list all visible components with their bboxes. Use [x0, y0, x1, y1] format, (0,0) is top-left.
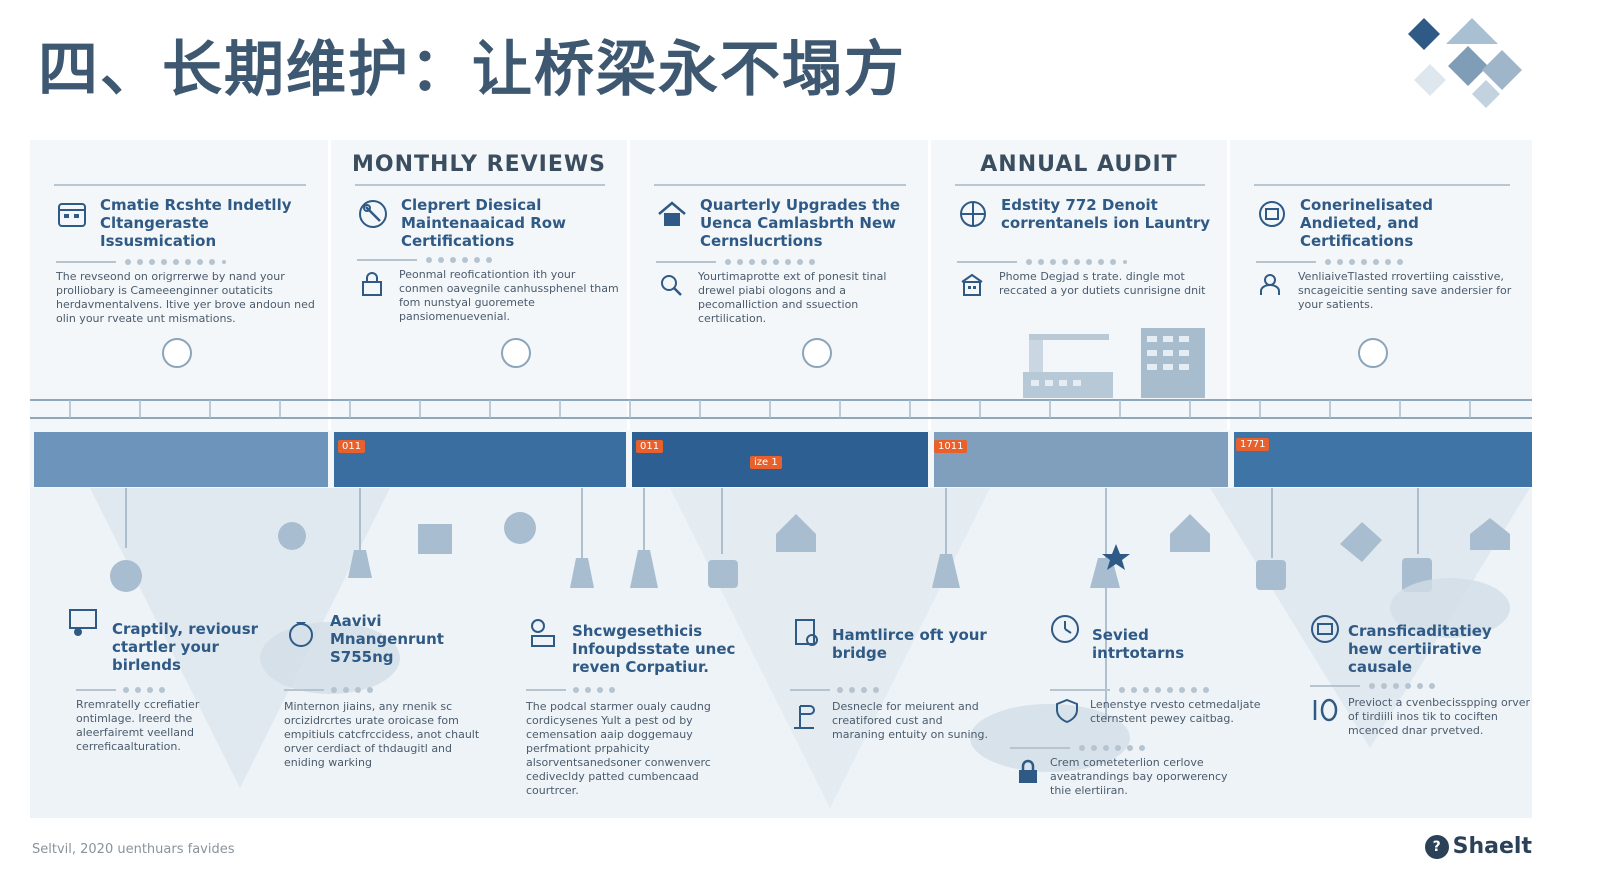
dot-divider: [1010, 745, 1145, 751]
lock-pin-icon: [162, 338, 192, 368]
lock-pin-icon: [501, 338, 531, 368]
calendar-icon: [58, 203, 86, 227]
dot-divider: [56, 259, 226, 265]
item-title: Cransficaditatiey hew certiirative causa…: [1348, 622, 1492, 676]
segment-tag: 1011: [934, 440, 968, 453]
user-lock-icon: [1260, 274, 1280, 295]
dot-divider: [76, 687, 165, 693]
footer-caption: Seltvil, 2020 uenthuars favides: [32, 842, 235, 857]
dot-divider: [957, 259, 1127, 265]
item-title: Aavivi Mnangenrunt S755ng: [330, 612, 444, 666]
deck-segment-1: [34, 432, 328, 487]
column-3: Quarterly Upgrades the Uenca Camlasbrth …: [630, 140, 931, 430]
lock-pin-icon: [1358, 338, 1388, 368]
building-icon: [961, 273, 983, 296]
diamond-logo-icon: [1408, 18, 1522, 108]
column-text: The revseond on origrrerwe by nand your …: [56, 270, 315, 325]
brand-mark-icon: ?: [1424, 834, 1449, 859]
lock-icon: [1019, 759, 1037, 783]
page-title: 四、长期维护：让桥梁永不塌方: [38, 35, 906, 105]
wrench-circle-icon: [359, 200, 387, 228]
item-title: Shcwgesethicis Infoupdsstate unec reven …: [572, 622, 736, 676]
column-text: Peonmal reoficationtion ith your conmen …: [399, 268, 619, 323]
divider: [355, 184, 605, 186]
item-title: Hamtlirce oft your bridge: [832, 626, 987, 662]
deck-segment-2: [334, 432, 626, 487]
divider: [654, 184, 906, 186]
dot-divider: [790, 687, 879, 693]
ticket-icon: [1311, 615, 1339, 643]
bottom-section: Craptily, reviousr ctartler your birlend…: [30, 488, 1532, 818]
certificate-icon: [1259, 201, 1285, 227]
brand-name: Shaelt: [1452, 834, 1532, 859]
column-5: Conerinelisated Andieted, and Certificat…: [1230, 140, 1532, 430]
globe-icon: [960, 201, 986, 227]
item-text: Previoct a cvenbecisspping orver of tird…: [1348, 696, 1531, 737]
search-icon: [661, 275, 682, 296]
column-1: Cmatie Rcshte Indetlly Cltangeraste Issu…: [30, 140, 331, 430]
factory-illustration-icon: [1023, 328, 1205, 398]
maintenance-board: Cmatie Rcshte Indetlly Cltangeraste Issu…: [30, 140, 1532, 818]
column-heading: ANNUAL AUDIT: [980, 152, 1178, 177]
column-heading: MONTHLY REVIEWS: [352, 152, 606, 177]
deck-segment-4: [934, 432, 1228, 487]
dot-divider: [1050, 687, 1209, 693]
dot-divider: [526, 687, 615, 693]
item-text: Lenenstye rvesto cetmedaljate cternstent…: [1090, 698, 1261, 725]
column-title: Conerinelisated Andieted, and Certificat…: [1300, 196, 1433, 250]
document-lock-icon: [362, 272, 382, 296]
column-title: Cleprert Diesical Maintenaaicad Row Cert…: [401, 196, 566, 250]
house-upgrade-icon: [658, 201, 686, 226]
item-text: Rremratelly ccrefiatier ontimlage. Ireer…: [76, 698, 200, 753]
segment-tag: 1771: [1236, 438, 1270, 451]
bottom-decor: [30, 488, 1532, 818]
document-icon: [795, 619, 818, 646]
tool-pin-icon: [802, 338, 832, 368]
item-text: The podcal starmer oualy caudng cordicys…: [526, 700, 711, 797]
dot-divider: [1256, 259, 1403, 265]
people-settings-icon: [531, 619, 555, 647]
brand-logo: ? Shaelt: [1424, 834, 1532, 859]
item-title: Sevied intrtotarns: [1092, 626, 1185, 662]
item-title: Craptily, reviousr ctartler your birlend…: [112, 620, 259, 674]
column-2: MONTHLY REVIEWS Cleprert Diesical Mainte…: [331, 140, 630, 430]
dot-divider: [357, 257, 492, 263]
divider: [955, 184, 1205, 186]
column-4: ANNUAL AUDIT Edstity 772 Denoit correnta…: [931, 140, 1230, 430]
column-text: Phome Degjad s trate. dingle mot reccate…: [999, 270, 1206, 297]
dot-divider: [284, 687, 373, 693]
dot-divider: [656, 259, 815, 265]
presenter-board-icon: [69, 609, 97, 636]
segment-tag: ize 1: [750, 456, 782, 469]
divider: [54, 184, 306, 186]
item-text: Minternon jiains, any rnenik sc orcizidr…: [284, 700, 480, 769]
deck-segment-5: [1234, 432, 1532, 487]
bridge-rail: [30, 399, 1532, 419]
segment-tag: 011: [636, 440, 664, 453]
clock-icon: [1051, 615, 1079, 643]
item-text: Crem cometeterlion cerlove aveatrandings…: [1050, 756, 1228, 797]
ten-number-icon: [1313, 698, 1338, 722]
column-text: VenliaiveTlasted rrovertiing caisstive, …: [1298, 270, 1512, 311]
column-title: Cmatie Rcshte Indetlly Cltangeraste Issu…: [100, 196, 292, 250]
item-text: Desnecle for meiurent and creatifored cu…: [832, 700, 988, 741]
shield-icon: [1056, 698, 1078, 724]
signpost-icon: [794, 705, 815, 729]
column-text: Yourtimaprotte ext of ponesit tinal drew…: [698, 270, 887, 325]
divider: [1254, 184, 1510, 186]
segment-tag: 011: [338, 440, 366, 453]
dot-divider: [1310, 683, 1435, 689]
money-bag-icon: [289, 622, 313, 647]
column-title: Quarterly Upgrades the Uenca Camlasbrth …: [700, 196, 901, 250]
column-title: Edstity 772 Denoit correntanels ion Laun…: [1001, 196, 1211, 232]
